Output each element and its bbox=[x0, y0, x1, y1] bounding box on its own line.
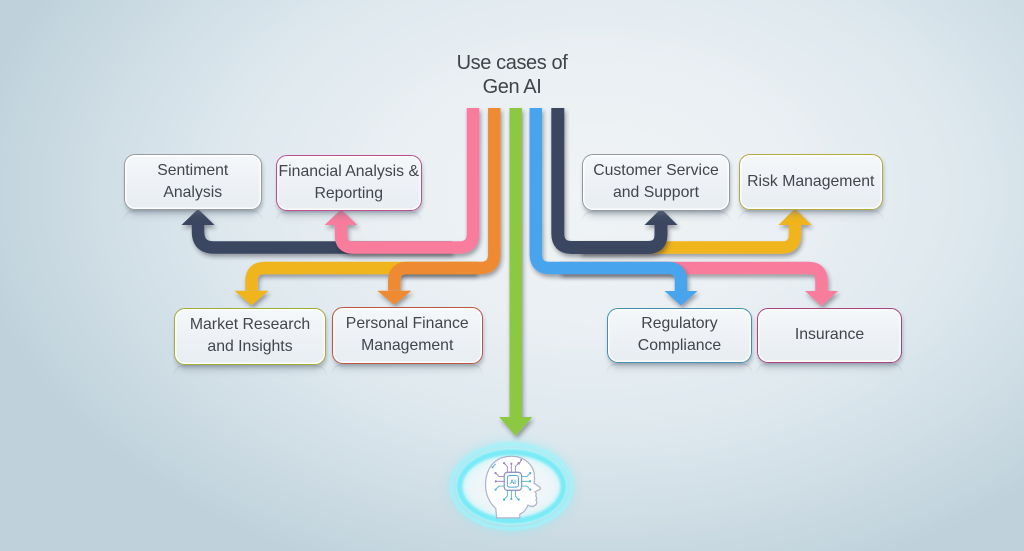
svg-text:AI: AI bbox=[510, 480, 516, 486]
